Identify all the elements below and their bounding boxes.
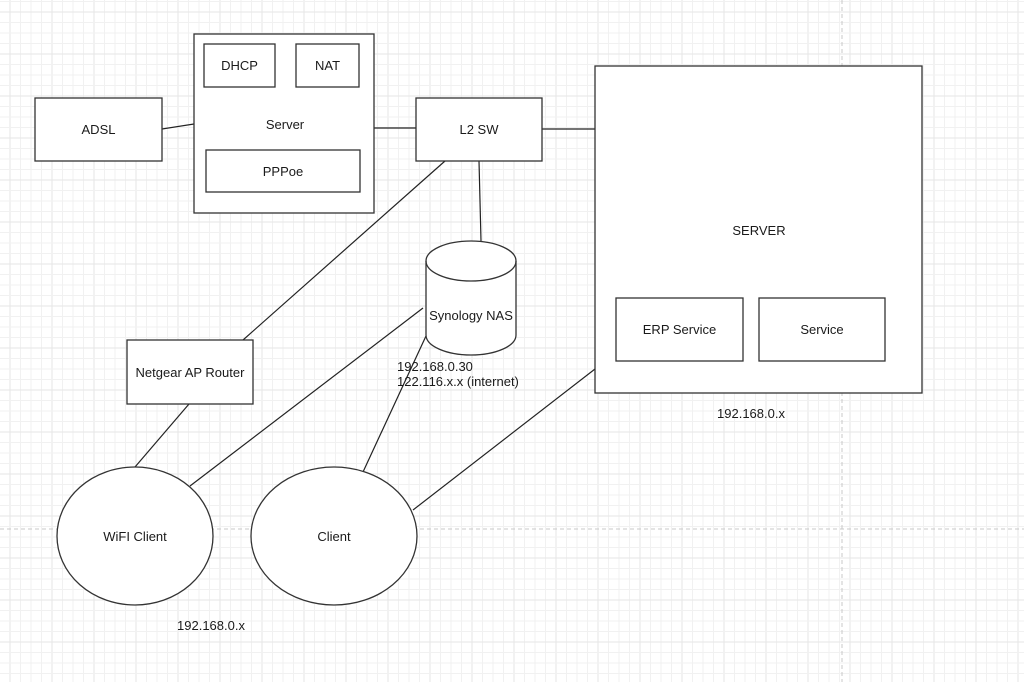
- adsl-label: ADSL: [82, 122, 116, 137]
- node-nas[interactable]: Synology NAS 192.168.0.30 122.116.x.x (i…: [397, 240, 519, 389]
- node-adsl[interactable]: ADSL: [34, 97, 163, 162]
- pppoe-label: PPPoe: [263, 164, 303, 179]
- nas-cylinder-body[interactable]: [425, 240, 517, 356]
- service-box[interactable]: [758, 297, 886, 362]
- gateway-server-label: Server: [266, 117, 305, 132]
- edge-l2sw-netgear[interactable]: [242, 160, 446, 341]
- client-ellipse[interactable]: [250, 466, 418, 606]
- netgear-box[interactable]: [126, 339, 254, 405]
- node-wifi-client[interactable]: WiFI Client: [56, 466, 214, 606]
- erp-service-box[interactable]: [615, 297, 744, 362]
- dhcp-label: DHCP: [221, 58, 258, 73]
- node-client[interactable]: Client: [250, 466, 418, 606]
- netgear-label: Netgear AP Router: [136, 365, 246, 380]
- node-netgear-router[interactable]: Netgear AP Router: [126, 339, 254, 405]
- l2sw-label: L2 SW: [459, 122, 499, 137]
- nas-ip-internet: 122.116.x.x (internet): [397, 374, 519, 389]
- l2sw-box[interactable]: [415, 97, 543, 162]
- edge-nas-wificlient[interactable]: [189, 307, 424, 487]
- adsl-box[interactable]: [34, 97, 163, 162]
- edge-client-mainserver[interactable]: [412, 368, 596, 511]
- edge-l2sw-nas[interactable]: [478, 160, 482, 242]
- pppoe-box[interactable]: [205, 149, 361, 193]
- edges: [134, 123, 596, 511]
- main-server-ip: 192.168.0.x: [717, 406, 785, 421]
- client-label: Client: [317, 529, 351, 544]
- main-server-label: SERVER: [732, 223, 785, 238]
- client-subnet-ip: 192.168.0.x: [177, 618, 245, 633]
- edge-nas-client[interactable]: [362, 335, 427, 473]
- nat-label: NAT: [315, 58, 340, 73]
- node-gateway-server[interactable]: Server DHCP NAT PPPoe: [193, 33, 375, 214]
- wifi-client-label: WiFI Client: [103, 529, 167, 544]
- service-label: Service: [800, 322, 843, 337]
- edge-adsl-server[interactable]: [161, 123, 195, 130]
- wifi-client-ellipse[interactable]: [56, 466, 214, 606]
- erp-service-label: ERP Service: [643, 322, 716, 337]
- dhcp-box[interactable]: [203, 43, 276, 88]
- nat-box[interactable]: [295, 43, 360, 88]
- nas-label: Synology NAS: [429, 308, 513, 323]
- node-l2-switch[interactable]: L2 SW: [415, 97, 543, 162]
- node-main-server[interactable]: SERVER ERP Service Service 192.168.0.x: [594, 65, 923, 421]
- nas-cylinder-top: [425, 260, 517, 282]
- edge-netgear-wificlient[interactable]: [134, 403, 190, 468]
- nas-ip-local: 192.168.0.30: [397, 359, 473, 374]
